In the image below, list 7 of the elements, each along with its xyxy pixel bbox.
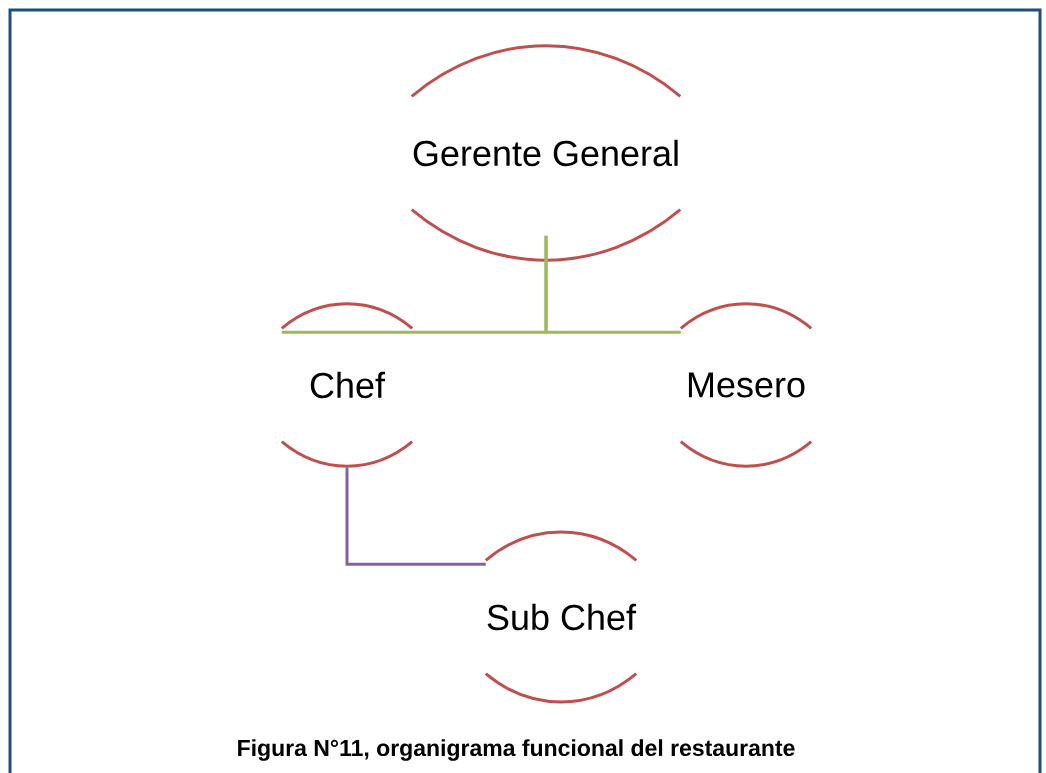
bracket-node: Chef	[280, 302, 414, 468]
bracket-node: Gerente General	[410, 44, 682, 262]
connector-line	[544, 235, 681, 334]
bracket-node: Sub Chef	[484, 530, 638, 704]
connector-line	[345, 467, 486, 566]
caption: Figura N°11, organigrama funcional del restaurante	[238, 739, 795, 761]
bracket-node: Mesero	[679, 302, 813, 468]
